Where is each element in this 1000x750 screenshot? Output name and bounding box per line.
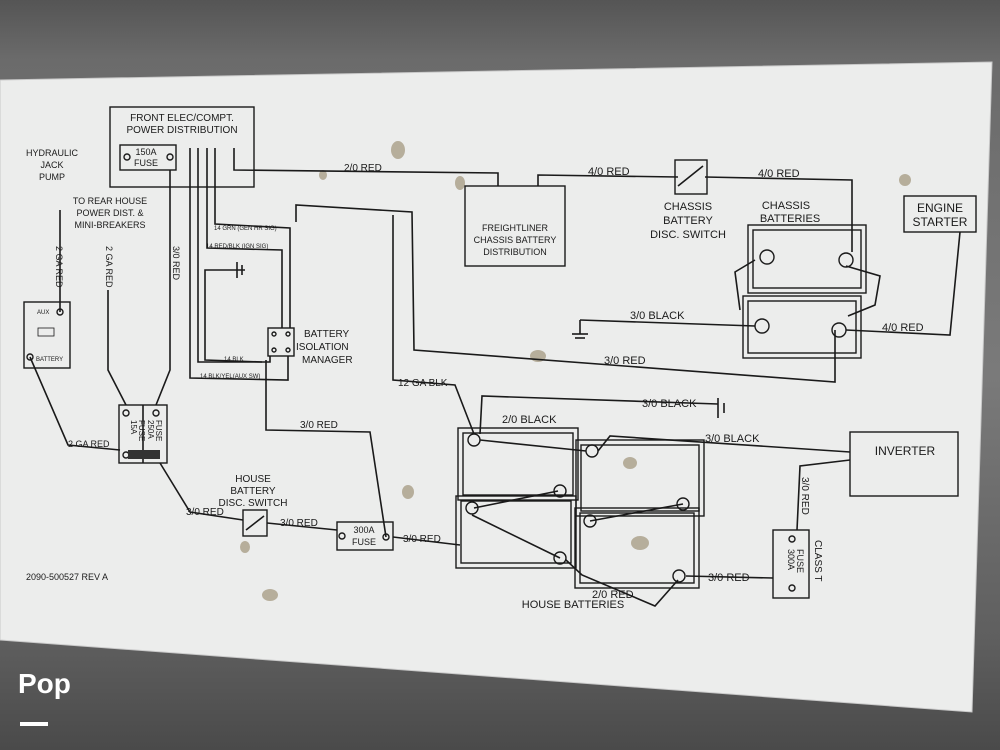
wire-label: 3/0 BLACK xyxy=(642,398,697,410)
fuse-block: 15A FUSE 250A FUSE xyxy=(118,404,168,464)
chassis-switch-line-2: BATTERY xyxy=(663,215,713,227)
pop-watermark: Pop xyxy=(18,668,71,699)
wire-label: 3/0 RED xyxy=(171,246,181,281)
wire-label: 14 RED/BLK (IGN SIG) xyxy=(206,244,268,250)
wire-label: 3/0 RED xyxy=(708,572,750,584)
house-switch-line-3: DISC. SWITCH xyxy=(219,498,288,509)
front-dist-line-2: POWER DISTRIBUTION xyxy=(126,125,237,136)
wire-labels: 2/0 RED 4/0 RED 4/0 RED 2 GA RED 2 GA RE… xyxy=(54,163,924,601)
terminal xyxy=(26,353,34,361)
wire-label: 3/0 RED xyxy=(604,355,646,367)
rear-house-line-2: POWER DIST. & xyxy=(76,208,143,218)
fuse-250-line-1: 250A xyxy=(146,420,155,439)
wire-label: 3/0 RED xyxy=(280,518,318,529)
freightliner-distribution-box: FREIGHTLINER CHASSIS BATTERY DISTRIBUTIO… xyxy=(464,185,566,267)
fuse-150-line-2: FUSE xyxy=(134,158,158,168)
chassis-batteries: CHASSIS BATTERIES xyxy=(742,200,867,359)
wire-label: 2 GA RED xyxy=(68,439,110,449)
fuse-15-line-1: 15A xyxy=(129,420,138,435)
wire-label: 14 BLK xyxy=(224,357,244,363)
fuse-250-line-2: FUSE xyxy=(154,420,163,441)
terminal xyxy=(285,331,291,337)
inverter-box: INVERTER xyxy=(849,431,959,497)
wire-label: 4/0 RED xyxy=(588,166,630,178)
watermark-bar xyxy=(20,722,48,726)
battery-small-label: BATTERY xyxy=(36,357,63,363)
chassis-batteries-line-1: CHASSIS xyxy=(762,200,810,212)
hydraulic-line-2: JACK xyxy=(40,160,63,170)
aux-label: AUX xyxy=(37,310,49,316)
terminal xyxy=(338,532,346,540)
battery-isolation-manager: BATTERY ISOLATION MANAGER xyxy=(267,327,353,366)
wire-label: 3/0 RED xyxy=(799,477,810,515)
terminal xyxy=(152,409,160,417)
terminal xyxy=(788,535,796,543)
doc-number: 2090-500527 REV A xyxy=(26,572,108,582)
terminal xyxy=(788,584,796,592)
wires xyxy=(29,148,961,607)
wire-label: 3/0 RED xyxy=(186,507,224,518)
wire-label: 12 GA BLK xyxy=(398,378,448,389)
wire-label: 14 BLK/YEL(AUX SW) xyxy=(200,374,260,380)
wire-label: 3/0 RED xyxy=(403,534,441,545)
chassis-switch-line-1: CHASSIS xyxy=(664,201,712,213)
hydraulic-line-1: HYDRAULIC xyxy=(26,148,79,158)
rear-house-line-1: TO REAR HOUSE xyxy=(73,196,147,206)
freightliner-line-3: DISTRIBUTION xyxy=(483,247,547,257)
inverter-label: INVERTER xyxy=(875,444,936,458)
terminal xyxy=(759,249,775,265)
fuse-300-line-2: FUSE xyxy=(352,537,376,547)
chassis-switch-line-3: DISC. SWITCH xyxy=(650,229,726,241)
rear-house-label: TO REAR HOUSE POWER DIST. & MINI-BREAKER… xyxy=(73,196,147,230)
wire-label: 3/0 BLACK xyxy=(705,433,760,445)
terminal xyxy=(672,569,686,583)
fuse-15-line-2: FUSE xyxy=(137,420,146,441)
house-switch-line-1: HOUSE xyxy=(235,474,271,485)
fuse-class-line-1: 300A xyxy=(786,549,796,570)
hydraulic-line-3: PUMP xyxy=(39,172,65,182)
bim-line-1: BATTERY xyxy=(304,329,350,340)
wire-label: 4/0 RED xyxy=(758,168,800,180)
chassis-batteries-line-2: BATTERIES xyxy=(760,213,820,225)
class-t-label: CLASS T xyxy=(812,540,823,582)
freightliner-line-2: CHASSIS BATTERY xyxy=(474,235,557,245)
fuse-300-line-1: 300A xyxy=(353,525,374,535)
wire-label: 14 GRN (GEN HR SIG) xyxy=(214,226,277,232)
wire-label: 4/0 RED xyxy=(882,322,924,334)
bim-line-3: MANAGER xyxy=(302,355,353,366)
wire-label: 2/0 BLACK xyxy=(502,414,557,426)
house-batteries-label: HOUSE BATTERIES xyxy=(522,599,624,611)
terminal xyxy=(838,252,854,268)
bim-line-2: ISOLATION xyxy=(296,342,349,353)
terminal xyxy=(271,347,277,353)
front-dist-line-1: FRONT ELEC/COMPT. xyxy=(130,113,234,124)
terminal xyxy=(271,331,277,337)
freightliner-line-1: FREIGHTLINER xyxy=(482,223,549,233)
hydraulic-jack-pump: HYDRAULIC JACK PUMP AUX BATTERY xyxy=(23,148,79,369)
terminal xyxy=(122,409,130,417)
wire-label: 2/0 RED xyxy=(344,163,382,174)
terminal xyxy=(676,497,690,511)
fuse-class-line-2: FUSE xyxy=(795,549,805,573)
wire-label: 3/0 BLACK xyxy=(630,310,685,322)
terminal xyxy=(166,153,174,161)
engine-starter-box: ENGINE STARTER xyxy=(903,195,977,233)
wire-label: 3/0 RED xyxy=(300,420,338,431)
front-distribution-box: FRONT ELEC/COMPT. POWER DISTRIBUTION 150… xyxy=(109,106,255,188)
chassis-battery-switch: CHASSIS BATTERY DISC. SWITCH xyxy=(650,159,726,241)
wire-label: 2/0 RED xyxy=(592,589,634,601)
engine-starter-line-2: STARTER xyxy=(913,215,968,229)
rear-house-line-3: MINI-BREAKERS xyxy=(74,220,145,230)
engine-starter-line-1: ENGINE xyxy=(917,201,963,215)
house-switch-line-2: BATTERY xyxy=(230,486,276,497)
wire-label: 2 GA RED xyxy=(104,246,114,288)
terminal xyxy=(123,153,131,161)
terminal xyxy=(553,551,567,565)
terminal xyxy=(583,514,597,528)
terminal xyxy=(285,347,291,353)
fuse-150-line-1: 150A xyxy=(135,147,156,157)
wire-label: 2 GA RED xyxy=(54,246,64,288)
class-t-fuse: 300A FUSE CLASS T xyxy=(772,529,823,599)
